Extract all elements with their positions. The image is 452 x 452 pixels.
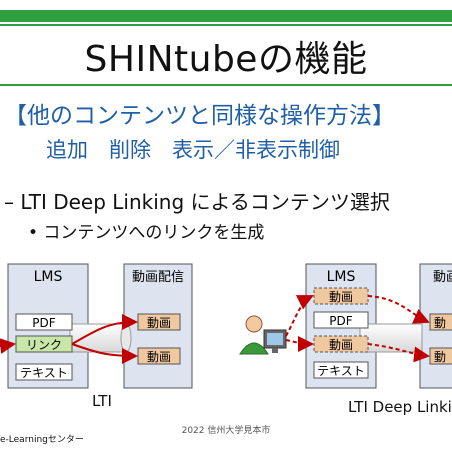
right-video-item-2 bbox=[429, 347, 452, 365]
left-video-item-1-label: 動画 bbox=[147, 316, 171, 330]
right-lms-title: LMS bbox=[327, 269, 356, 285]
footer-org: e-Learningセンター bbox=[0, 435, 84, 445]
left-arrow-2 bbox=[71, 343, 138, 364]
user-at-computer-icon bbox=[239, 315, 287, 355]
left-item-pdf bbox=[15, 313, 73, 331]
left-item-pdf-label: PDF bbox=[32, 316, 55, 330]
left-lti-pipe bbox=[69, 323, 127, 353]
operations-text: 追加 削除 表示／非表示制御 bbox=[46, 138, 340, 162]
right-arrow-user-1 bbox=[285, 295, 314, 337]
left-arrow-1 bbox=[71, 314, 138, 345]
right-video-title: 動画 bbox=[433, 270, 452, 285]
right-video-item-1-label: 動 bbox=[434, 316, 446, 330]
right-item-video-1-label: 動画 bbox=[329, 290, 353, 304]
left-item-text bbox=[15, 363, 73, 381]
left-diagram: LMS 動画配信 PDF リンク テキスト 動画 動画 bbox=[0, 263, 193, 389]
bullet-main: – LTI Deep Linking によるコンテンツ選択 bbox=[4, 190, 390, 214]
left-caption: LTI bbox=[92, 392, 112, 410]
left-video-item-2-label: 動画 bbox=[147, 350, 171, 364]
right-diagram: LMS 動画 動画 PDF 動画 テキスト 動 動 bbox=[239, 263, 452, 389]
left-lms-title: LMS bbox=[34, 269, 63, 285]
bullet-sub: • コンテンツへのリンクを生成 bbox=[28, 223, 265, 243]
right-item-pdf-label: PDF bbox=[329, 314, 352, 328]
right-item-text-label: テキスト bbox=[317, 364, 365, 378]
left-video-title: 動画配信 bbox=[132, 270, 184, 285]
right-item-video-2-label: 動画 bbox=[329, 338, 353, 352]
right-video-item-1 bbox=[429, 313, 452, 331]
right-arrow-lms-1 bbox=[367, 295, 430, 324]
title-underline bbox=[0, 84, 452, 86]
right-caption: LTI Deep Linki bbox=[348, 398, 452, 416]
right-arrow-lms-2 bbox=[367, 343, 430, 363]
diagrams: LMS 動画配信 PDF リンク テキスト 動画 動画 LMS 動 bbox=[0, 263, 452, 389]
right-item-text bbox=[313, 361, 369, 379]
slide-title: SHINtubeの機能 bbox=[84, 39, 368, 80]
right-arrow-user-2 bbox=[285, 335, 314, 352]
top-accent-bar bbox=[0, 10, 452, 22]
top-accent-line bbox=[0, 24, 452, 26]
left-item-text-label: テキスト bbox=[20, 366, 68, 380]
left-video-item-1 bbox=[137, 313, 181, 331]
subtitle-bracket: 【他のコンテンツと同様な操作方法】 bbox=[4, 103, 395, 129]
left-video-item-2 bbox=[137, 347, 181, 365]
right-video-item-2-label: 動 bbox=[434, 350, 446, 364]
left-item-link-label: リンク bbox=[26, 338, 62, 352]
footer-event: 2022 信州大学見本市 bbox=[181, 426, 271, 436]
right-item-pdf bbox=[313, 311, 369, 329]
